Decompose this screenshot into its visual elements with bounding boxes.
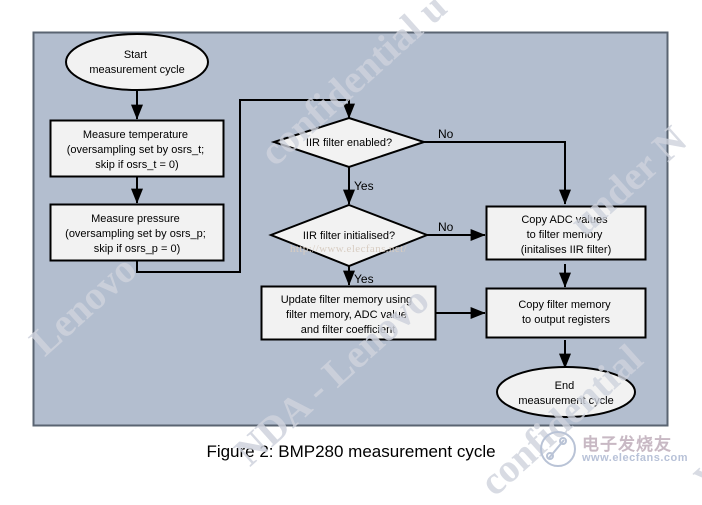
node-copy-adc-values[interactable]: Copy ADC values to filter memory (inital… (485, 205, 647, 261)
node-measure-temperature-shape (49, 119, 225, 178)
node-measure-pressure-shape (49, 203, 225, 262)
node-copy-adc-values-label: Copy ADC values to filter memory (inital… (521, 214, 611, 256)
node-iir-filter-enabled[interactable]: IIR filter enabled? (270, 116, 428, 169)
node-update-filter-memory[interactable]: Update filter memory using filter memory… (260, 285, 437, 341)
node-iir-filter-enabled-label: IIR filter enabled? (306, 137, 392, 149)
node-copy-filter-memory-shape (485, 287, 647, 339)
flowchart-svg: Start measurement cycle Measure temperat… (32, 31, 669, 461)
node-measure-pressure-label: Measure pressure (oversampling set by os… (65, 213, 209, 255)
node-copy-adc-values-shape (485, 205, 647, 261)
node-update-filter-memory-shape (260, 285, 437, 341)
node-end-shape (496, 366, 636, 418)
connectors (131, 90, 571, 369)
edge-label-init-yes: Yes (354, 272, 374, 286)
edge-measurepress-to-iirenabled (136, 99, 355, 273)
node-start-label: Start measurement cycle (89, 49, 184, 76)
node-end-label: End measurement cycle (518, 380, 613, 407)
edge-label-enabled-no: No (438, 127, 454, 141)
edge-label-init-no: No (438, 220, 454, 234)
node-measure-pressure[interactable]: Measure pressure (oversampling set by os… (49, 203, 225, 262)
edge-iirenabled-no-to-copyadc (424, 141, 571, 205)
figure-caption: Figure 2: BMP280 measurement cycle (206, 442, 495, 461)
node-iir-filter-initialised-label: IIR filter initialised? (303, 230, 395, 242)
node-iir-filter-initialised-shape (268, 203, 430, 268)
node-update-filter-memory-label: Update filter memory using filter memory… (281, 294, 416, 336)
node-end[interactable]: End measurement cycle (496, 366, 636, 418)
node-start-shape (65, 33, 209, 91)
node-copy-filter-memory-label: Copy filter memory to output registers (518, 299, 613, 326)
node-measure-temperature[interactable]: Measure temperature (oversampling set by… (49, 119, 225, 178)
node-measure-temperature-label: Measure temperature (oversampling set by… (67, 129, 208, 171)
node-iir-filter-initialised[interactable]: IIR filter initialised? (268, 203, 430, 268)
edge-label-enabled-yes: Yes (354, 179, 374, 193)
figure-stage: Start measurement cycle Measure temperat… (21, 0, 702, 504)
node-copy-filter-memory[interactable]: Copy filter memory to output registers (485, 287, 647, 339)
node-iir-filter-enabled-shape (270, 116, 428, 169)
node-start[interactable]: Start measurement cycle (65, 33, 209, 91)
